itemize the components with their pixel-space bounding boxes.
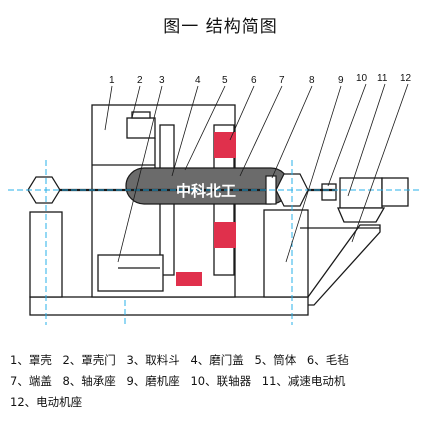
legend-item: 11、减速电动机 <box>261 374 346 388</box>
motor-seat <box>307 224 381 306</box>
hopper <box>97 254 164 292</box>
legend-item: 3、取料斗 <box>126 353 180 367</box>
part-number-11: 11 <box>377 73 388 84</box>
felt-top <box>214 132 236 158</box>
base-frame <box>29 296 309 316</box>
part-number-2: 2 <box>137 75 143 86</box>
diagram-title: 图一 结构简图 <box>163 17 278 37</box>
housing-door <box>126 117 156 139</box>
part-number-12: 12 <box>400 73 412 84</box>
felt-lower <box>176 272 202 286</box>
motor-body <box>381 177 409 207</box>
legend-item: 9、磨机座 <box>126 374 180 388</box>
legend-row: 7、端盖 8、轴承座 9、磨机座 10、联轴器 11、减速电动机 <box>10 371 440 392</box>
legend-item: 4、磨门盖 <box>190 353 244 367</box>
legend-row: 12、电动机座 <box>10 392 440 413</box>
housing-door-hinge <box>131 111 151 119</box>
part-number-10: 10 <box>356 73 368 84</box>
parts-legend: 1、罩壳 2、罩壳门 3、取料斗 4、磨门盖 5、筒体 6、毛毡 7、端盖 8、… <box>10 350 440 413</box>
legend-item: 6、毛毡 <box>306 353 349 367</box>
felt-bottom <box>214 222 236 248</box>
legend-item: 8、轴承座 <box>62 374 116 388</box>
part-number-7: 7 <box>279 75 285 86</box>
legend-item: 1、罩壳 <box>10 353 52 367</box>
legend-item: 10、联轴器 <box>190 374 252 388</box>
part-number-4: 4 <box>195 75 201 86</box>
part-number-6: 6 <box>251 75 257 86</box>
gear-motor-foot <box>337 207 386 223</box>
part-number-9: 9 <box>338 75 344 86</box>
part-number-8: 8 <box>309 75 315 86</box>
legend-item: 12、电动机座 <box>10 395 83 409</box>
part-number-3: 3 <box>159 75 165 86</box>
legend-item: 5、筒体 <box>254 353 297 367</box>
gear-motor <box>339 177 383 209</box>
legend-item: 7、端盖 <box>10 374 52 388</box>
mill-seat <box>263 209 309 298</box>
legend-row: 1、罩壳 2、罩壳门 3、取料斗 4、磨门盖 5、筒体 6、毛毡 <box>10 350 440 371</box>
structure-diagram: 中科北工 1 2 3 4 5 6 7 8 9 10 11 12 <box>8 73 420 325</box>
watermark: 中科北工 <box>176 182 236 200</box>
part-number-5: 5 <box>222 75 228 86</box>
legend-item: 2、罩壳门 <box>62 353 116 367</box>
coupling <box>321 183 337 201</box>
part-number-1: 1 <box>109 75 115 86</box>
